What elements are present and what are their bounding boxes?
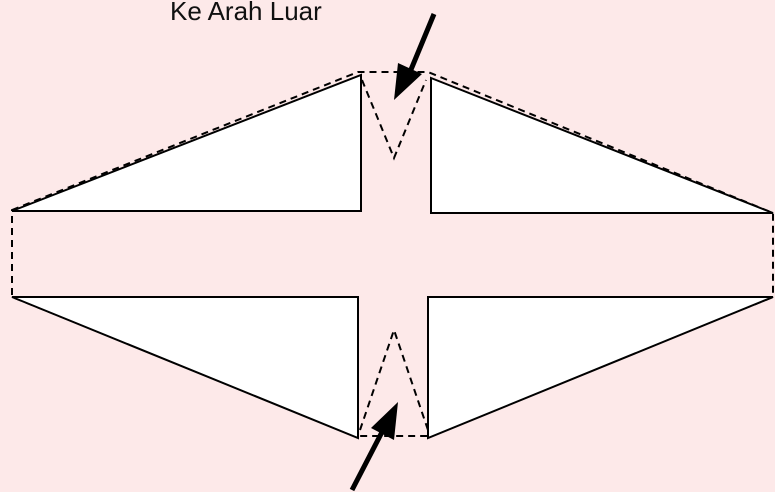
top-arrow-head (394, 63, 422, 100)
lower-left-triangle (11, 296, 359, 440)
top-dashed-notch (361, 79, 427, 161)
upper-right-triangle (430, 76, 774, 214)
top-arrow-shaft (407, 13, 437, 73)
bottom-arrow-head (371, 402, 398, 440)
bottom-arrow-shaft (349, 430, 385, 492)
upper-left-triangle (11, 73, 362, 212)
lower-right-triangle (427, 296, 774, 440)
outer-dashed-outline (11, 71, 774, 437)
top-label: Ke Arah Luar (170, 0, 322, 26)
